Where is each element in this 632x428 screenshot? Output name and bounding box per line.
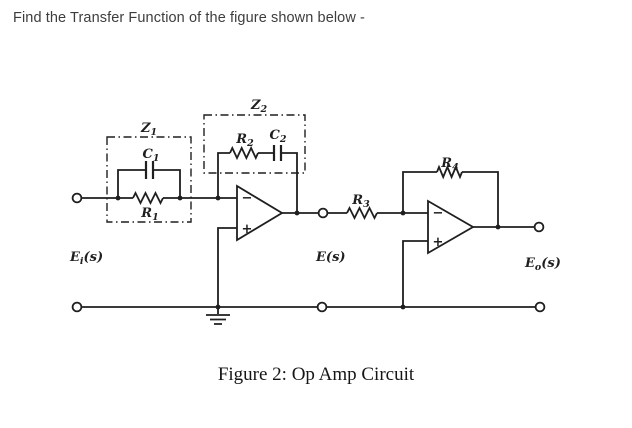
label-mid-base: E (315, 250, 327, 265)
capacitor-c1 (144, 161, 155, 179)
label-r3-base: R (351, 193, 363, 208)
label-r4: R4 (440, 156, 458, 173)
label-input-signal: Ei(s) (69, 250, 103, 267)
label-c2: C2 (270, 128, 287, 145)
junction-dot (495, 224, 501, 230)
terminal-output-bottom (534, 301, 546, 313)
label-r1: R1 (140, 206, 158, 223)
opamp1-inverting-sign: − (242, 191, 253, 206)
ground-icon (206, 307, 230, 325)
junction-dot (115, 195, 121, 201)
label-c1-base: C (143, 147, 154, 162)
label-r4-sub: 4 (452, 162, 459, 173)
label-z2: Z2 (250, 98, 268, 115)
capacitor-c2 (272, 145, 283, 161)
junction-dot (215, 304, 221, 310)
impedance-box-z2 (203, 114, 306, 174)
terminal-mid-top (317, 207, 329, 219)
wire-opamp2-plus-input (402, 240, 428, 307)
label-r2-base: R (235, 132, 247, 147)
label-input-base: E (69, 250, 81, 265)
label-input-suffix: (s) (84, 250, 104, 265)
terminal-input-bottom (71, 301, 83, 313)
label-mid-suffix: (s) (326, 250, 346, 265)
label-r2: R2 (235, 132, 254, 149)
label-r1-base: R (140, 206, 152, 221)
label-output-sub: o (535, 262, 542, 273)
label-r1-sub: 1 (152, 212, 159, 223)
impedance-box-z1 (106, 136, 192, 223)
question-text: Find the Transfer Function of the figure… (13, 10, 365, 26)
opamp-2 (427, 199, 475, 255)
wire-z2-feedback (217, 152, 298, 213)
resistor-r1 (132, 190, 164, 206)
label-output-base: E (524, 256, 536, 271)
label-z1-base: Z (140, 121, 151, 136)
label-z1: Z1 (140, 121, 157, 138)
label-z1-sub: 1 (150, 127, 157, 138)
label-r3-sub: 3 (363, 199, 370, 210)
opamp2-inverting-sign: − (433, 206, 444, 221)
wire-opamp1-plus-input (217, 227, 237, 307)
label-input-sub: i (80, 256, 84, 267)
junction-dot (294, 210, 300, 216)
label-mid-signal: E(s) (315, 250, 346, 265)
label-output-suffix: (s) (541, 256, 561, 271)
wire-r4-feedback (402, 171, 499, 227)
resistor-r4 (436, 164, 463, 180)
junction-dot (177, 195, 183, 201)
label-c1: C1 (143, 147, 160, 164)
wire-c1-branch (117, 169, 181, 198)
opamp1-noninverting-sign: + (242, 222, 253, 237)
label-z2-base: Z (250, 98, 261, 113)
terminal-input-top (71, 192, 83, 204)
label-c2-sub: 2 (279, 134, 287, 145)
label-r4-base: R (440, 156, 452, 171)
junction-dot (400, 304, 406, 310)
opamp2-noninverting-sign: + (433, 235, 444, 250)
label-output-signal: Eo(s) (524, 256, 561, 273)
resistor-r2 (229, 145, 259, 161)
terminal-output-top (533, 221, 545, 233)
label-z2-sub: 2 (259, 104, 267, 115)
terminal-mid-bottom (316, 301, 328, 313)
label-c1-sub: 1 (153, 153, 160, 164)
opamp-1 (236, 184, 284, 242)
junction-dot (400, 210, 406, 216)
figure-caption: Figure 2: Op Amp Circuit (217, 364, 415, 385)
label-c2-base: C (270, 128, 281, 143)
junction-dot (215, 195, 221, 201)
label-r2-sub: 2 (246, 138, 254, 149)
resistor-r3 (346, 205, 378, 221)
label-r3: R3 (351, 193, 370, 210)
